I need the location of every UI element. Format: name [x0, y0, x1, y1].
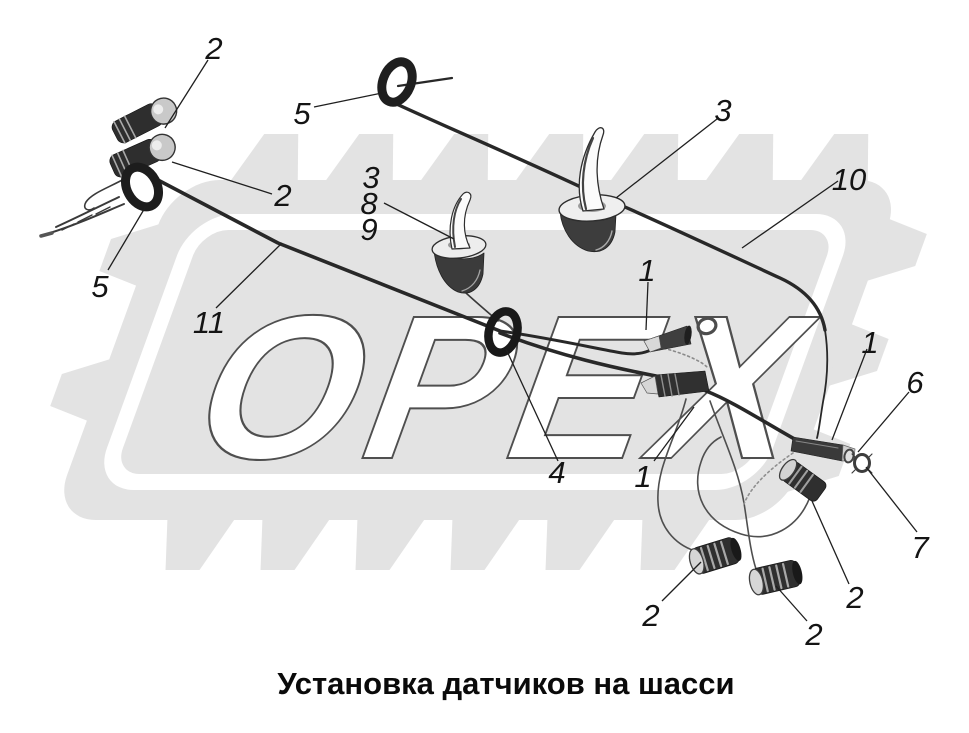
callout-labels: 2 5 3 2 3 8 9 10 5 11 1 1 6 4 1 7 2 2 2 — [91, 31, 930, 652]
leader-line — [811, 500, 850, 585]
leader-line — [831, 348, 868, 441]
leader-line — [775, 585, 808, 622]
callout-label-6: 6 — [906, 365, 924, 400]
twisted-pair-wires — [39, 177, 127, 238]
grommet-middle — [484, 307, 522, 357]
callout-label-11: 11 — [193, 305, 225, 340]
leader-line — [383, 202, 455, 240]
watermark-band — [104, 214, 846, 490]
bracket-holder — [558, 127, 626, 253]
callout-label-2d: 2 — [641, 598, 659, 633]
callout-label-4: 4 — [548, 455, 565, 490]
callout-label-2b: 2 — [273, 178, 291, 213]
callout-label-7: 7 — [911, 530, 930, 565]
callout-label-1c: 1 — [634, 459, 651, 494]
connector-wire-loops — [657, 346, 811, 570]
callout-label-10: 10 — [832, 162, 866, 197]
watermark-text: ОРЕХ — [165, 272, 850, 502]
callout-label-2a: 2 — [204, 31, 222, 66]
callout-label-3a: 3 — [714, 93, 731, 128]
leader-line — [865, 466, 918, 533]
leader-line — [653, 406, 695, 462]
callout-label-5a: 5 — [293, 96, 311, 131]
connector-bottom-right — [748, 560, 803, 596]
knurled-ring — [851, 453, 873, 474]
leader-line — [661, 561, 702, 602]
sensor-holder — [431, 191, 487, 294]
callout-label-8: 8 — [360, 186, 378, 221]
callout-label-5b: 5 — [91, 269, 109, 304]
callout-label-2e: 2 — [804, 617, 822, 652]
leader-line — [171, 161, 273, 195]
sensor-center-lower — [640, 370, 710, 398]
sensor-connector-top — [111, 97, 178, 144]
harness-artwork — [39, 57, 873, 596]
leader-line — [164, 59, 209, 129]
connector-right — [778, 458, 827, 502]
grommet-left — [120, 162, 164, 212]
diagram-title: Установка датчиков на шасси — [277, 666, 734, 701]
watermark-gear: ОРЕХ — [50, 134, 927, 570]
sensor-center-upper — [643, 316, 718, 353]
leader-line — [313, 92, 383, 108]
leader-line — [741, 180, 839, 249]
callout-label-1a: 1 — [638, 253, 655, 288]
leader-line — [107, 205, 147, 271]
leader-line — [505, 348, 559, 462]
callout-label-1b: 1 — [861, 325, 878, 360]
connector-bottom-left — [688, 537, 742, 575]
callout-label-2c: 2 — [845, 580, 863, 615]
grommet-top — [377, 57, 417, 107]
leader-line — [645, 281, 649, 331]
leader-line — [215, 242, 283, 309]
callout-label-9: 9 — [360, 212, 377, 247]
callout-label-3b: 3 — [362, 160, 379, 195]
leader-line — [615, 118, 718, 199]
lock-nut — [843, 448, 855, 464]
leader-line — [857, 391, 910, 453]
leader-lines — [107, 59, 918, 622]
